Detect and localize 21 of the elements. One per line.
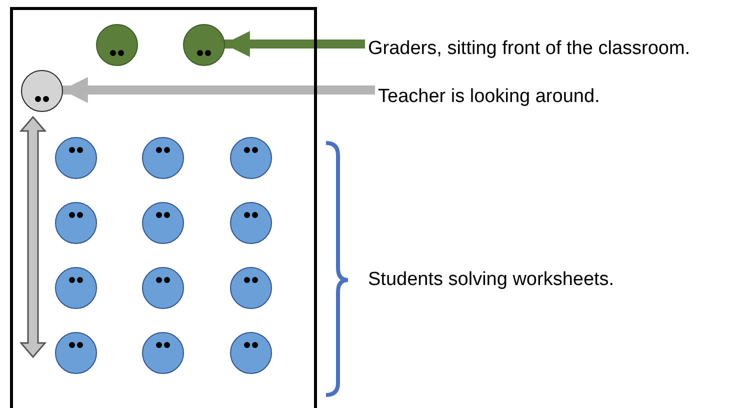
classroom-outline [10,7,317,408]
person-icon [55,332,97,374]
person-icon [142,332,184,374]
person-icon [55,202,97,244]
person-icon [183,24,225,66]
person-icon [55,267,97,309]
person-icon [142,137,184,179]
person-icon [230,137,272,179]
person-icon [142,267,184,309]
bracket-label: Students solving worksheets. [368,268,614,292]
callout-text: Graders, sitting front of the classroom. [368,37,748,63]
person-icon [230,267,272,309]
person-icon [96,24,138,66]
arrow [224,31,365,57]
person-icon [230,332,272,374]
person-icon [230,202,272,244]
arrow [62,77,375,103]
person-icon [55,137,97,179]
person-icon [142,202,184,244]
person-icon [21,70,63,112]
callout-text: Teacher is looking around. [378,85,678,111]
